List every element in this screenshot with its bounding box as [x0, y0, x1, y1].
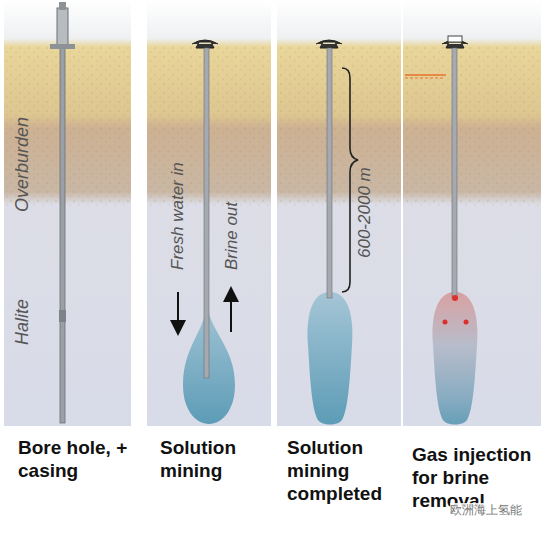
stage-caption: Solution mining completed — [287, 437, 402, 505]
layer-label: Halite — [12, 299, 34, 345]
completed-cavern — [308, 40, 358, 425]
watermark: 欧洲海上氢能 — [450, 503, 522, 517]
flow-label: Brine out — [222, 202, 242, 270]
flow-label: Fresh water in — [168, 162, 188, 270]
depth-dimension: 600-2000 m — [355, 167, 375, 258]
borehole — [50, 2, 75, 423]
stage-caption: Solution mining — [160, 437, 272, 483]
panels — [4, 0, 541, 426]
stage-caption: Bore hole, + casing — [18, 437, 136, 483]
layer-label: Overburden — [12, 117, 34, 212]
gas-injection — [405, 36, 477, 425]
